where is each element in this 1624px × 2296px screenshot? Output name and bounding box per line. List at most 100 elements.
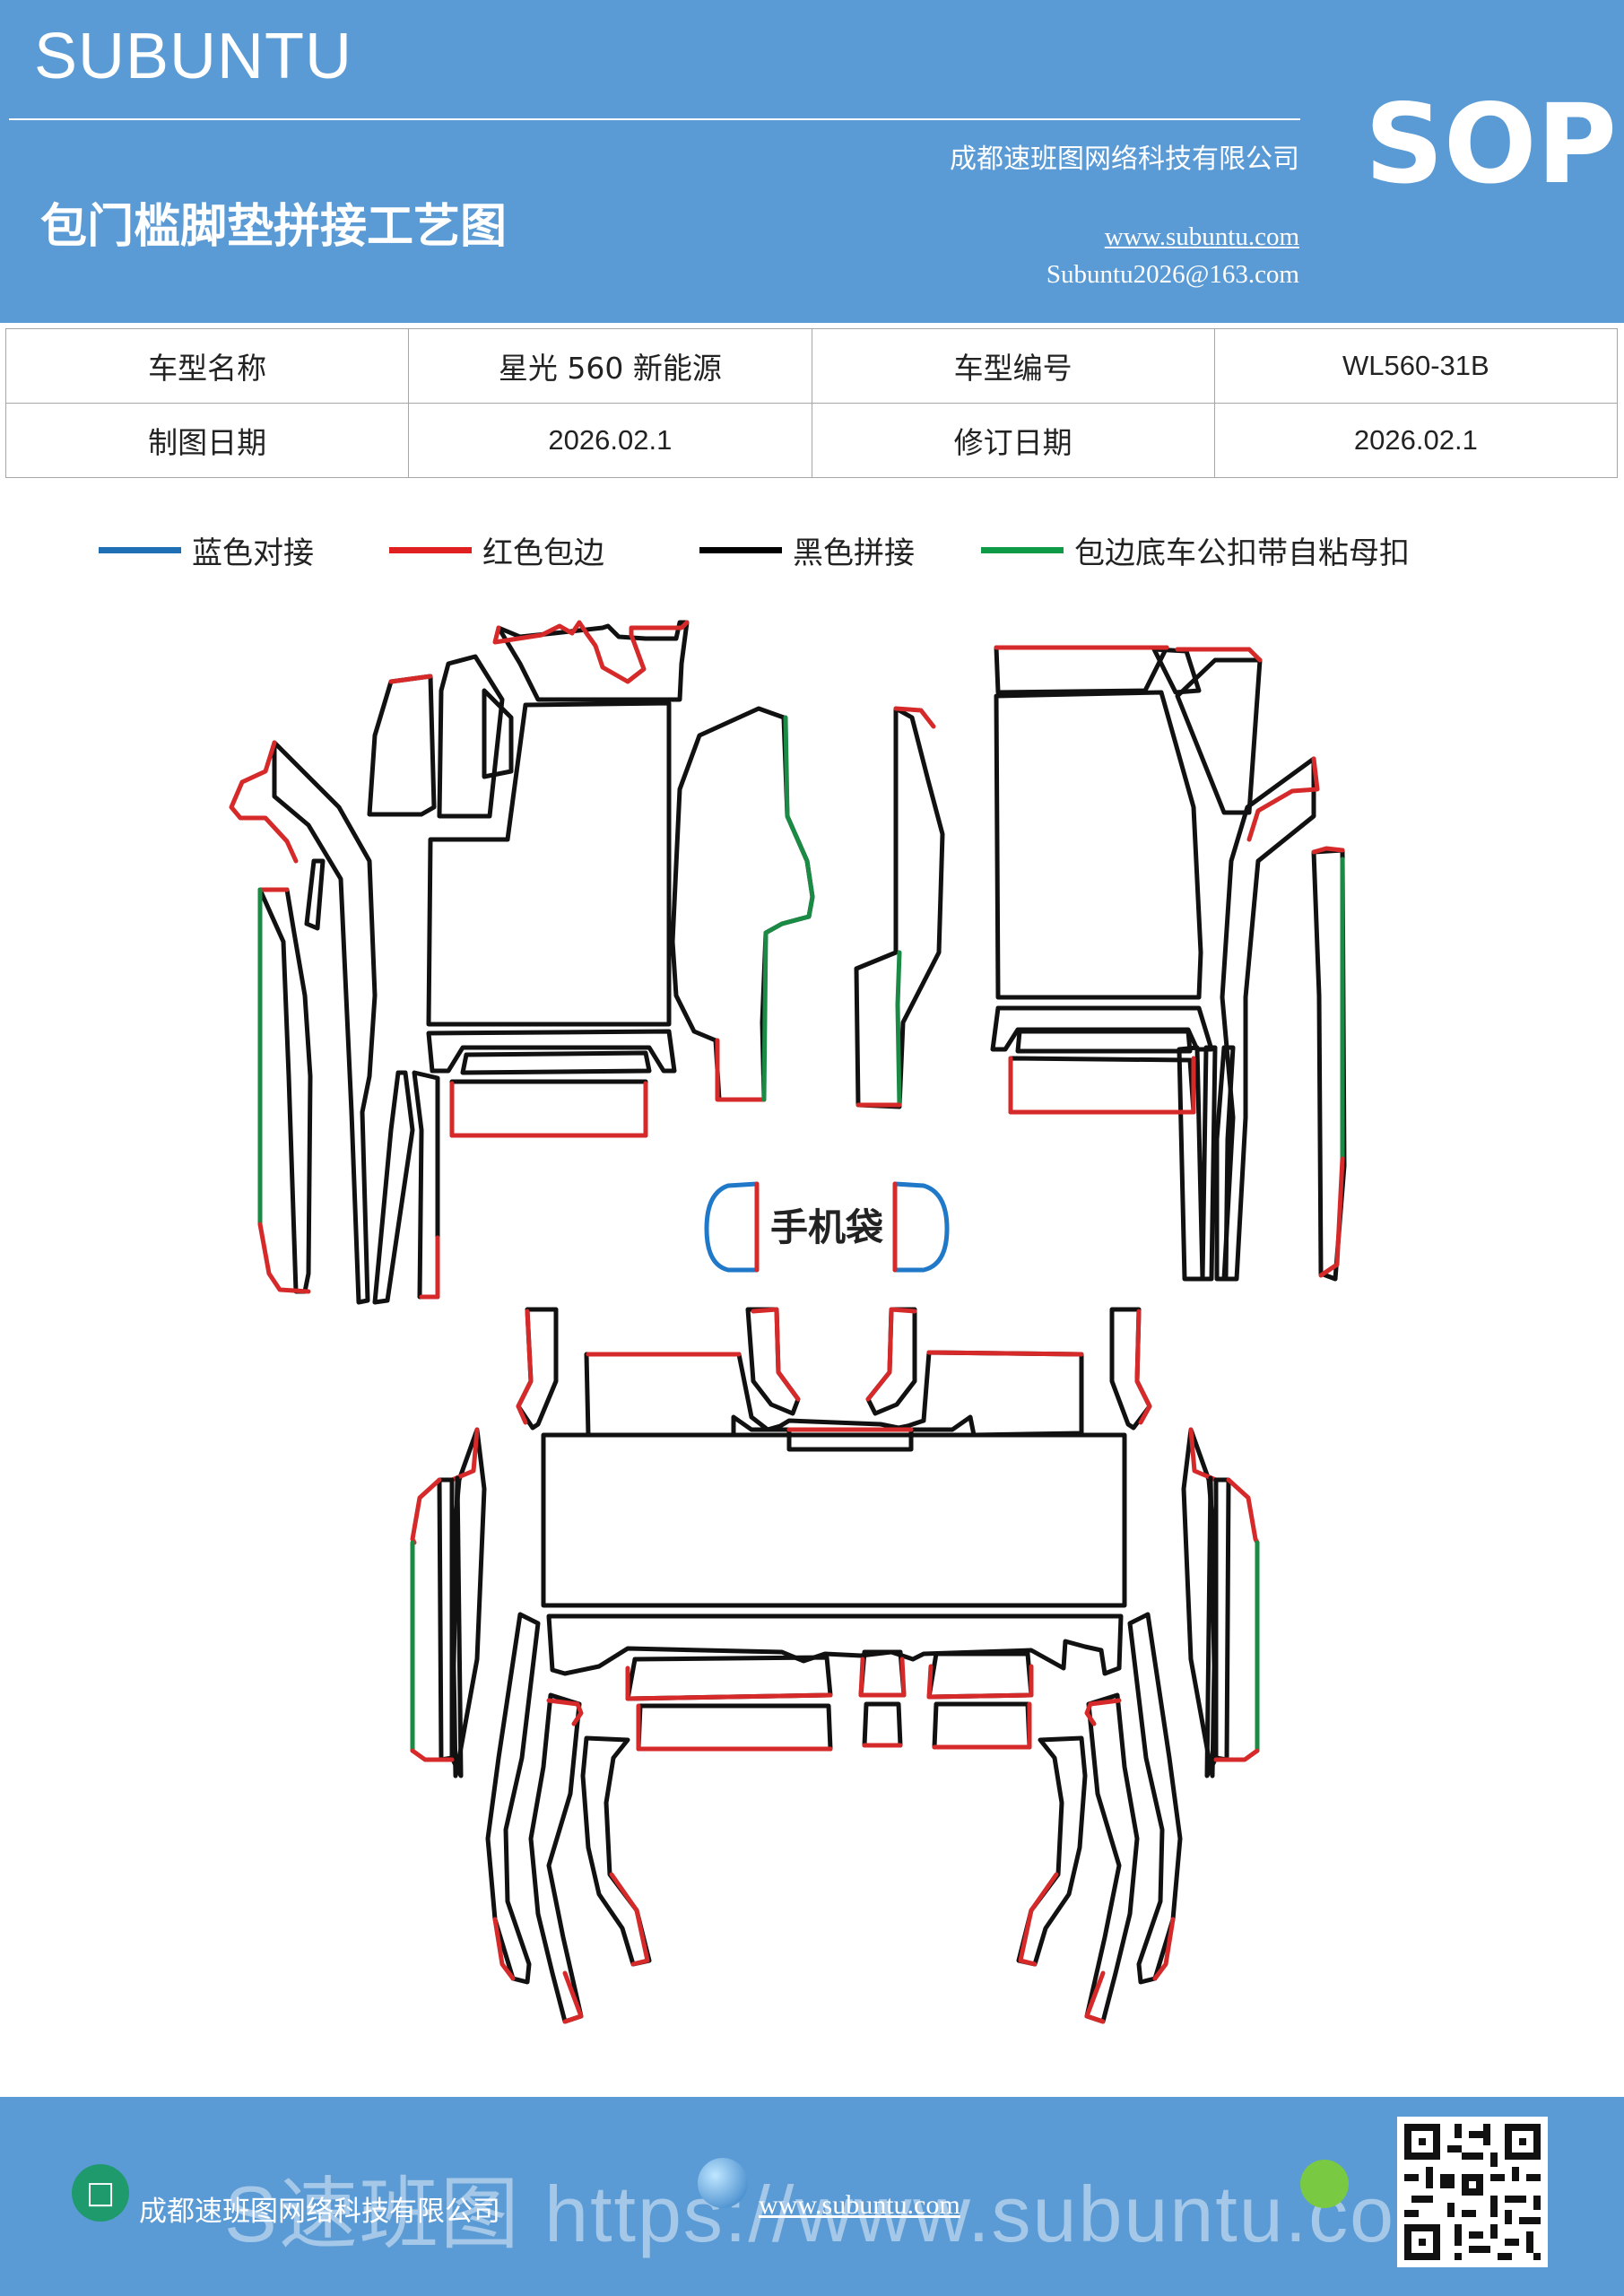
mat-piece-edge (1084, 1698, 1122, 1726)
mat-piece (932, 1701, 1032, 1750)
mat-piece (372, 1070, 415, 1305)
model-code-label: 车型编号 (811, 328, 1215, 404)
mat-piece-edge (229, 740, 299, 864)
mat-piece (541, 1432, 1127, 1608)
mat-piece-edge (492, 620, 690, 684)
mat-piece-edge (751, 1307, 801, 1402)
lower-group (410, 1307, 1260, 2024)
mat-piece (304, 858, 326, 931)
mat-piece-edge (516, 1309, 534, 1425)
mat-piece (496, 620, 690, 702)
mat-piece-edge (1226, 1477, 1260, 1545)
revise-date-value: 2026.02.1 (1213, 403, 1619, 478)
mat-piece (990, 1005, 1214, 1052)
mat-piece-edge (492, 1917, 516, 1981)
mat-piece-edge (865, 1307, 917, 1402)
mat-piece (994, 690, 1203, 1000)
footer-band: S速班图 https://www.subuntu.com □ 成都速班图网络科技… (0, 2097, 1624, 2296)
legend-item-black: 黑色拼接 (699, 527, 915, 572)
mat-piece (1175, 657, 1263, 815)
page-title: 包门槛脚垫拼接工艺图 (40, 200, 508, 254)
email-text: Subuntu2026@163.com (1046, 260, 1299, 289)
mat-piece-edge (625, 1665, 833, 1701)
mat-piece (854, 706, 945, 1109)
qr-code-icon (1397, 2117, 1548, 2267)
mat-piece (745, 1307, 801, 1416)
revise-date-label: 修订日期 (811, 403, 1215, 478)
mat-piece-edge (257, 1222, 311, 1294)
mat-piece-edge (1246, 756, 1320, 842)
mat-piece (482, 688, 514, 779)
mat-piece-edge (858, 1657, 907, 1698)
legend-label: 蓝色对接 (192, 535, 314, 571)
mat-piece (1200, 1045, 1218, 1282)
mat-piece (994, 645, 1169, 695)
legend-label: 黑色拼接 (793, 535, 915, 571)
phone-pocket-right-tab (892, 1181, 950, 1273)
mat-piece-edge (926, 1664, 1034, 1700)
legend-swatch-black (699, 546, 782, 553)
mat-piece (1213, 1477, 1231, 1762)
mat-piece-edge (419, 1235, 440, 1300)
mat-piece-edge (1311, 846, 1345, 855)
legend-swatch-blue (99, 546, 181, 553)
mat-piece (449, 1079, 648, 1138)
mat-piece-edge (761, 715, 815, 1102)
globe-icon (698, 2158, 748, 2208)
mat-piece (257, 887, 313, 1294)
mat-piece (1204, 1475, 1219, 1779)
mat-piece-edge (1084, 1970, 1106, 2024)
mat-piece (1008, 1056, 1196, 1115)
building-icon: □ (72, 2164, 129, 2222)
mat-piece-edge (715, 1038, 767, 1102)
mat-piece (1109, 1307, 1152, 1431)
mat-piece (636, 1703, 833, 1752)
footer-company-name: 成都速班图网络科技有限公司 (139, 2196, 500, 2228)
legend: 蓝色对接 红色包边 黑色拼接 包边底车公扣带自粘母扣 (0, 527, 1624, 572)
mat-piece (1015, 1029, 1193, 1054)
mat-piece (1177, 1045, 1205, 1282)
mat-piece-edge (893, 706, 936, 729)
legend-item-red: 红色包边 (389, 527, 604, 572)
mat-piece-edge (1213, 1748, 1260, 1762)
mat-piece (670, 706, 815, 1102)
mat-piece (426, 1029, 677, 1074)
table-row: 车型名称 星光 560 新能源 车型编号 WL560-31B (4, 328, 1619, 404)
mat-piece (546, 1613, 1124, 1676)
mat-piece (437, 654, 505, 819)
legend-swatch-green (981, 546, 1064, 553)
model-name-label: 车型名称 (4, 328, 410, 404)
mat-piece-edge (388, 674, 433, 684)
mat-piece-edge (636, 1703, 833, 1752)
mat-piece (1084, 1692, 1140, 2024)
mat-piece (367, 674, 437, 817)
mat-piece (460, 1050, 652, 1075)
mat-piece-edge (1175, 647, 1263, 663)
mat-piece (862, 1701, 903, 1748)
mat-piece-edge (410, 1477, 442, 1545)
mat-piece-edge (449, 1081, 648, 1138)
mat-piece (516, 1307, 559, 1431)
mat-piece-edge (1018, 1872, 1059, 1967)
mat-piece (926, 1651, 1034, 1700)
mat-piece (625, 1655, 833, 1701)
mat-piece-edge (609, 1872, 650, 1967)
header-band: SUBUNTU 包门槛脚垫拼接工艺图 成都速班图网络科技有限公司 www.sub… (0, 0, 1624, 323)
mat-piece-edge (1134, 1309, 1152, 1425)
upper-left-group (229, 620, 815, 1305)
mat-piece (858, 1649, 907, 1698)
upper-right-group (854, 645, 1347, 1282)
mat-piece-edge (1318, 1156, 1345, 1278)
mat-piece-edge (410, 1748, 455, 1762)
footer-website-link[interactable]: www.subuntu.com (759, 2190, 960, 2220)
mat-piece (485, 1612, 541, 1985)
mat-piece (528, 1692, 584, 2024)
mat-piece (449, 1475, 464, 1779)
website-link[interactable]: www.subuntu.com (1104, 222, 1299, 251)
mat-piece-edge (1152, 1917, 1176, 1981)
mat-piece (437, 1477, 455, 1762)
mat-piece (272, 740, 378, 1305)
legend-label: 红色包边 (482, 535, 604, 571)
footer-watermark: S速班图 https://www.subuntu.com (224, 2170, 1463, 2258)
header-divider (9, 118, 1300, 120)
